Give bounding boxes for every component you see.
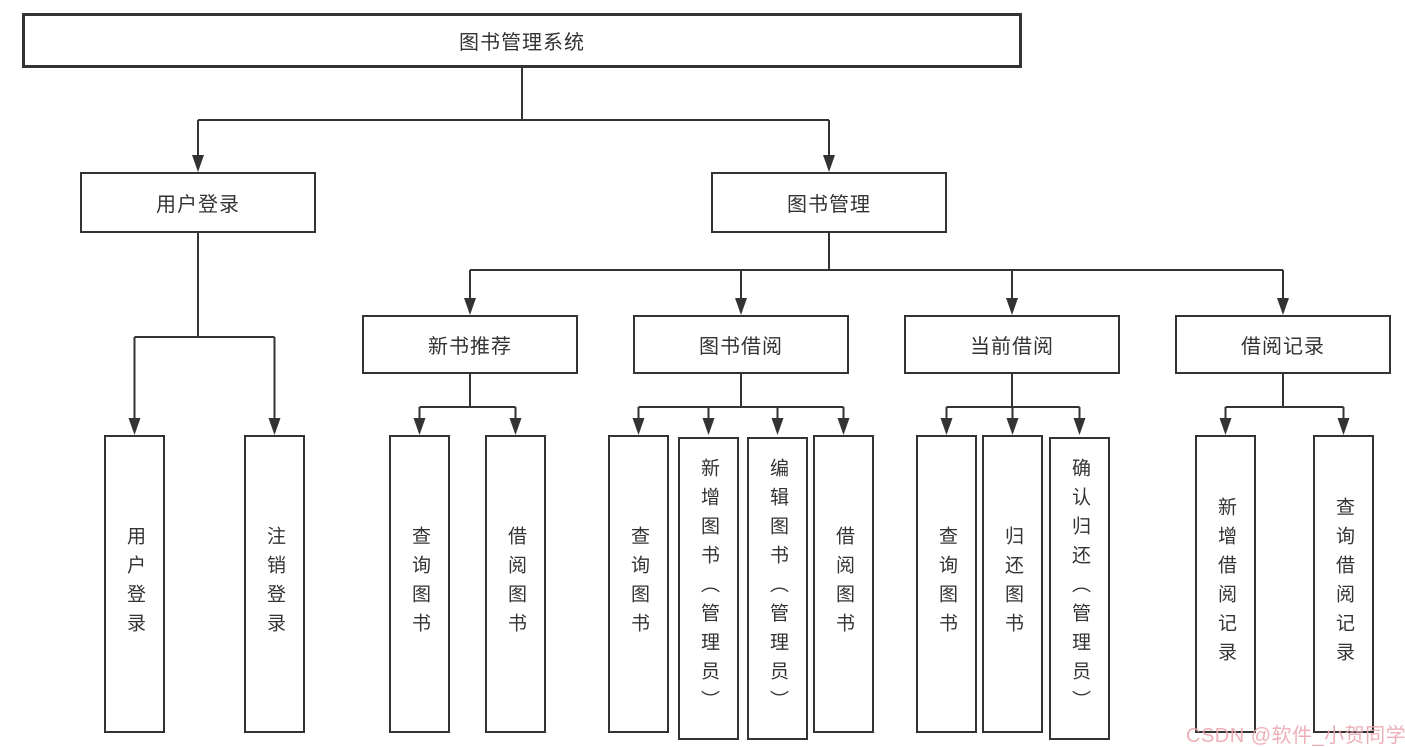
node-book-borrowing: 图书借阅 — [633, 315, 849, 374]
node-leaf-borrow-books-1: 借阅图书 — [485, 435, 546, 733]
node-leaf-query-books-2: 查询图书 — [608, 435, 669, 733]
node-leaf-add-books-admin: 新增图书（管理员） — [678, 437, 739, 740]
node-leaf-logout-login: 注销登录 — [244, 435, 305, 733]
node-leaf-borrow-books-2: 借阅图书 — [813, 435, 874, 733]
node-current-borrowing: 当前借阅 — [904, 315, 1120, 374]
node-user-login: 用户登录 — [80, 172, 316, 233]
node-leaf-confirm-return-admin: 确认归还（管理员） — [1049, 437, 1110, 740]
node-borrowing-records: 借阅记录 — [1175, 315, 1391, 374]
node-new-book-recommend: 新书推荐 — [362, 315, 578, 374]
node-library-system: 图书管理系统 — [22, 13, 1022, 68]
node-leaf-add-borrow-record: 新增借阅记录 — [1195, 435, 1256, 733]
node-book-management: 图书管理 — [711, 172, 947, 233]
node-leaf-user-login: 用户登录 — [104, 435, 165, 733]
node-leaf-return-books: 归还图书 — [982, 435, 1043, 733]
node-leaf-edit-books-admin: 编辑图书（管理员） — [747, 437, 808, 740]
node-leaf-query-borrow-record: 查询借阅记录 — [1313, 435, 1374, 733]
watermark: CSDN @软件_小贺同学 — [1186, 725, 1405, 747]
node-leaf-query-books-1: 查询图书 — [389, 435, 450, 733]
node-leaf-query-books-3: 查询图书 — [916, 435, 977, 733]
